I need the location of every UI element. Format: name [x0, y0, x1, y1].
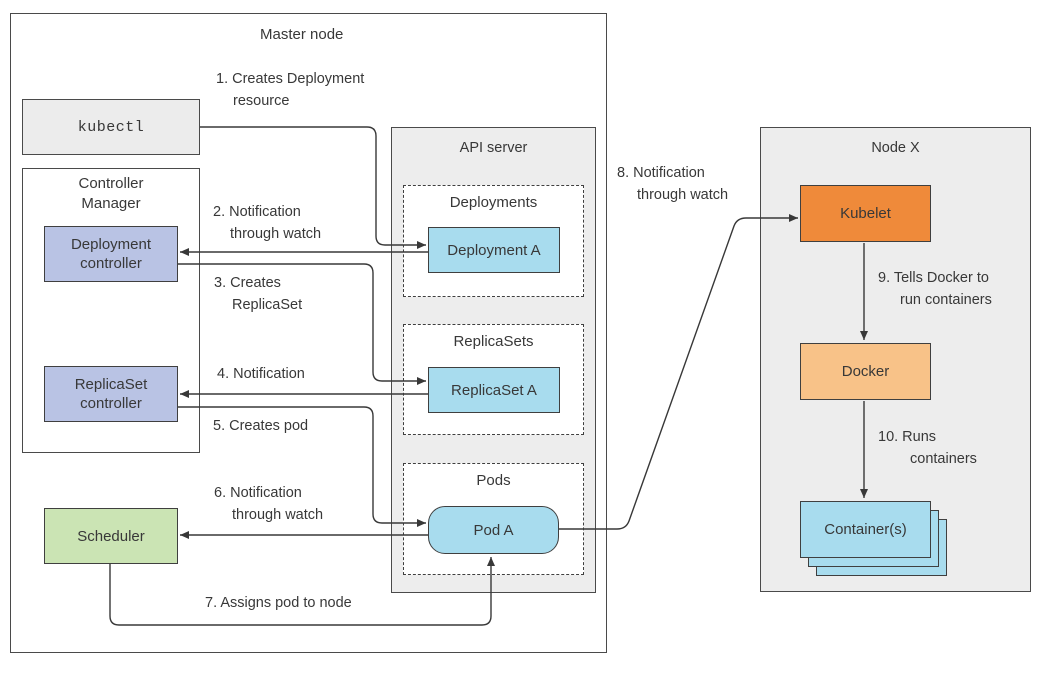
step-6-label: 6. Notification through watch [214, 485, 324, 523]
step-8-label: 8. Notification through watch [617, 165, 729, 203]
api-server-title: API server [459, 140, 528, 156]
deployment-a-box: Deployment A [428, 227, 560, 273]
scheduler-box: Scheduler [44, 508, 178, 564]
step-5-label: 5. Creates pod [213, 418, 309, 434]
controller-manager-title: Controller Manager [78, 175, 144, 212]
pod-a-box: Pod A [428, 506, 559, 554]
master-node-title: Master node [260, 26, 344, 43]
step-4-label: 4. Notification [217, 366, 305, 382]
containers-front-box: Container(s) [800, 501, 931, 558]
docker-box: Docker [800, 343, 931, 400]
step-7-label: 7. Assigns pod to node [205, 595, 352, 611]
step-1-label: 1. Creates Deployment resource [216, 71, 365, 109]
replicaset-controller-box: ReplicaSet controller [44, 366, 178, 422]
step-2-label: 2. Notification through watch [213, 204, 322, 242]
deployments-group-label: Deployments [449, 194, 538, 211]
replicasets-group-label: ReplicaSets [453, 333, 534, 350]
step-9-label: 9. Tells Docker to run containers [878, 270, 992, 308]
replicaset-a-box: ReplicaSet A [428, 367, 560, 413]
deployment-controller-box: Deployment controller [44, 226, 178, 282]
kubelet-box: Kubelet [800, 185, 931, 242]
pods-group-label: Pods [476, 472, 511, 489]
step-10-label: 10. Runs containers [878, 429, 977, 467]
node-x-title: Node X [871, 140, 920, 156]
step-3-label: 3. Creates ReplicaSet [214, 275, 303, 313]
kubectl-box: kubectl [22, 99, 200, 155]
